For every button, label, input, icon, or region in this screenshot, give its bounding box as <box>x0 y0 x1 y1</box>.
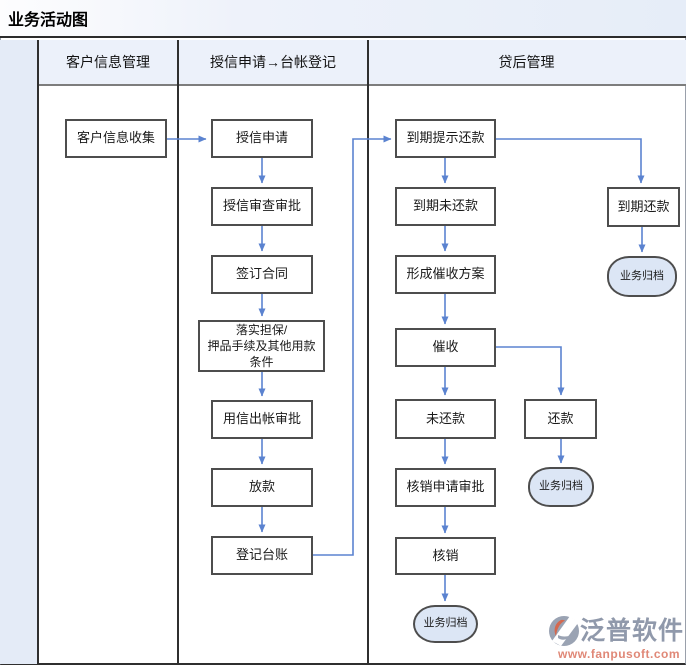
diagram-title-bar: 业务活动图 <box>0 0 686 38</box>
lane-header-strip <box>0 40 686 86</box>
node-credit-review: 授信审查审批 <box>211 187 313 226</box>
node-due-paid: 到期还款 <box>607 187 680 227</box>
node-writeoff: 核销 <box>395 537 496 575</box>
lane-header-credit-to-ledger: 授信申请→台帐登记 <box>210 54 336 70</box>
node-collect-customer-info: 客户信息收集 <box>65 119 167 158</box>
node-sign-contract: 签订合同 <box>211 255 313 294</box>
node-credit-apply: 授信申请 <box>211 119 313 158</box>
lane-divider-1 <box>37 40 39 664</box>
node-archive-paid: 业务归档 <box>528 467 594 507</box>
page-title: 业务活动图 <box>8 12 89 29</box>
watermark-url: www.fanpusoft.com <box>558 647 681 661</box>
node-due-unpaid: 到期未还款 <box>395 187 496 226</box>
node-unpaid: 未还款 <box>395 399 496 439</box>
lane-divider-3 <box>367 40 369 664</box>
lane-divider-2 <box>177 40 179 664</box>
node-collection: 催收 <box>395 328 496 367</box>
node-archive-due-paid: 业务归档 <box>607 256 677 297</box>
node-disbursement-review: 用信出帐审批 <box>211 400 313 439</box>
watermark-brand-text: 泛普软件 <box>580 616 685 645</box>
fanpu-logo-icon <box>549 616 579 646</box>
node-collection-plan: 形成催收方案 <box>395 255 496 294</box>
node-paid: 还款 <box>524 399 597 439</box>
node-due-reminder: 到期提示还款 <box>395 119 496 158</box>
node-archive-writeoff: 业务归档 <box>413 605 478 643</box>
node-loan-release: 放款 <box>211 468 313 507</box>
node-writeoff-apply: 核销申请审批 <box>395 468 496 507</box>
left-spacer-column <box>0 40 37 664</box>
node-implement-guarantee: 落实担保/ 押品手续及其他用款条件 <box>198 320 325 372</box>
node-register-ledger: 登记台账 <box>211 536 313 575</box>
lane-header-post-loan: 贷后管理 <box>498 54 555 70</box>
watermark: 泛普软件 www.fanpusoft.com <box>548 615 684 663</box>
lane-header-customer-info: 客户信息管理 <box>66 54 150 70</box>
